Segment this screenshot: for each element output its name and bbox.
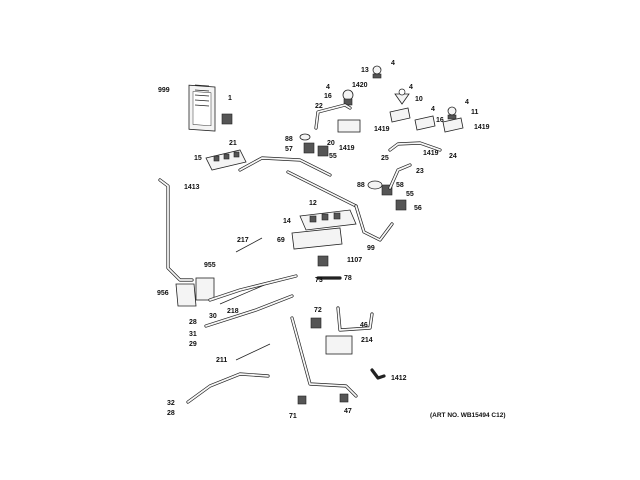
- part-58-fitting[interactable]: [381, 184, 407, 211]
- callout-21: 21: [229, 140, 237, 147]
- callout-1419c: 1419: [339, 145, 355, 152]
- part-999-manual[interactable]: [188, 84, 216, 132]
- callout-30: 30: [209, 313, 217, 320]
- callout-1419b: 1419: [474, 124, 490, 131]
- part-11-cap[interactable]: [447, 106, 457, 120]
- part-72-fitting[interactable]: [310, 317, 322, 329]
- part-1107-fitting[interactable]: [317, 255, 329, 267]
- part-47-fitting[interactable]: [339, 393, 349, 403]
- callout-211: 211: [216, 357, 227, 364]
- callout-72: 72: [314, 307, 322, 314]
- part-955-regulator[interactable]: [195, 277, 215, 301]
- callout-14: 14: [283, 218, 291, 225]
- part-15-valve-block[interactable]: [205, 149, 247, 171]
- callout-78: 78: [344, 275, 352, 282]
- callout-71: 71: [289, 413, 297, 420]
- callout-58: 58: [396, 182, 404, 189]
- part-1420-valve[interactable]: [342, 89, 354, 106]
- callout-13: 13: [361, 67, 369, 74]
- art-number: (ART NO. WB15494 C12): [430, 412, 506, 419]
- callout-29: 29: [189, 341, 197, 348]
- part-32-tube[interactable]: [186, 372, 270, 404]
- part-13-orifice[interactable]: [372, 65, 382, 79]
- callout-47: 47: [344, 408, 352, 415]
- callout-88a: 88: [285, 136, 293, 143]
- callout-1419d: 1419: [423, 150, 439, 157]
- callout-4e: 4: [431, 106, 435, 113]
- callout-28b: 28: [167, 410, 175, 417]
- callout-15: 15: [194, 155, 202, 162]
- callout-12: 12: [309, 200, 317, 207]
- callout-955: 955: [204, 262, 216, 269]
- callout-4c: 4: [409, 84, 413, 91]
- part-25-23-tube[interactable]: [388, 163, 412, 190]
- part-214-regulator[interactable]: [325, 335, 353, 355]
- part-1412-tube[interactable]: [290, 316, 386, 398]
- callout-46: 46: [360, 322, 368, 329]
- callout-55b: 55: [406, 191, 414, 198]
- part-88-cap[interactable]: [299, 133, 311, 141]
- callout-4a: 4: [391, 60, 395, 67]
- part-1419-bracket-a[interactable]: [389, 107, 411, 123]
- part-1419-bracket-c[interactable]: [442, 117, 464, 133]
- callout-956: 956: [157, 290, 169, 297]
- callout-55a: 55: [329, 153, 337, 160]
- callout-4b: 4: [326, 84, 330, 91]
- callout-56: 56: [414, 205, 422, 212]
- callout-1413: 1413: [184, 184, 200, 191]
- callout-1412: 1412: [391, 375, 407, 382]
- callout-999: 999: [158, 87, 170, 94]
- callout-88b: 88: [357, 182, 365, 189]
- part-217-wire[interactable]: [235, 237, 263, 253]
- part-46-tube[interactable]: [336, 306, 374, 332]
- part-10-cap[interactable]: [394, 88, 410, 105]
- callout-73: 73: [315, 277, 323, 284]
- callout-16a: 16: [324, 93, 332, 100]
- callout-22: 22: [315, 103, 323, 110]
- callout-28a: 28: [189, 319, 197, 326]
- part-20-spring[interactable]: [337, 119, 361, 133]
- part-12-manifold[interactable]: [238, 156, 358, 208]
- part-69-spacer[interactable]: [291, 227, 343, 250]
- callout-24: 24: [449, 153, 457, 160]
- callout-16b: 16: [436, 117, 444, 124]
- callout-69: 69: [277, 237, 285, 244]
- callout-1107: 1107: [347, 257, 362, 264]
- callout-214: 214: [361, 337, 373, 344]
- callout-32: 32: [167, 400, 175, 407]
- part-14-valve-block[interactable]: [299, 209, 357, 231]
- part-22-tube[interactable]: [314, 103, 352, 130]
- callout-1: 1: [228, 95, 232, 102]
- callout-11: 11: [471, 109, 479, 116]
- part-1413-tube[interactable]: [158, 178, 194, 282]
- part-30-tube[interactable]: [204, 274, 298, 328]
- callout-1420: 1420: [352, 82, 368, 89]
- part-99-tube[interactable]: [354, 204, 394, 242]
- part-71-fitting[interactable]: [297, 395, 307, 405]
- part-24-tube[interactable]: [388, 141, 442, 152]
- callout-23: 23: [416, 168, 424, 175]
- callout-217: 217: [237, 237, 249, 244]
- callout-57: 57: [285, 146, 293, 153]
- callout-20: 20: [327, 140, 335, 147]
- callout-218: 218: [227, 308, 239, 315]
- part-1419-bracket-b[interactable]: [414, 115, 436, 131]
- callout-1419a: 1419: [374, 126, 390, 133]
- callout-99: 99: [367, 245, 375, 252]
- callout-31: 31: [189, 331, 197, 338]
- callout-25: 25: [381, 155, 389, 162]
- part-211-wire[interactable]: [235, 343, 271, 361]
- callout-10: 10: [415, 96, 423, 103]
- callout-4d: 4: [465, 99, 469, 106]
- part-57-fitting[interactable]: [303, 142, 329, 157]
- part-88-cap-b[interactable]: [367, 180, 383, 190]
- part-956-bracket[interactable]: [175, 283, 197, 307]
- part-1-clip[interactable]: [221, 113, 233, 125]
